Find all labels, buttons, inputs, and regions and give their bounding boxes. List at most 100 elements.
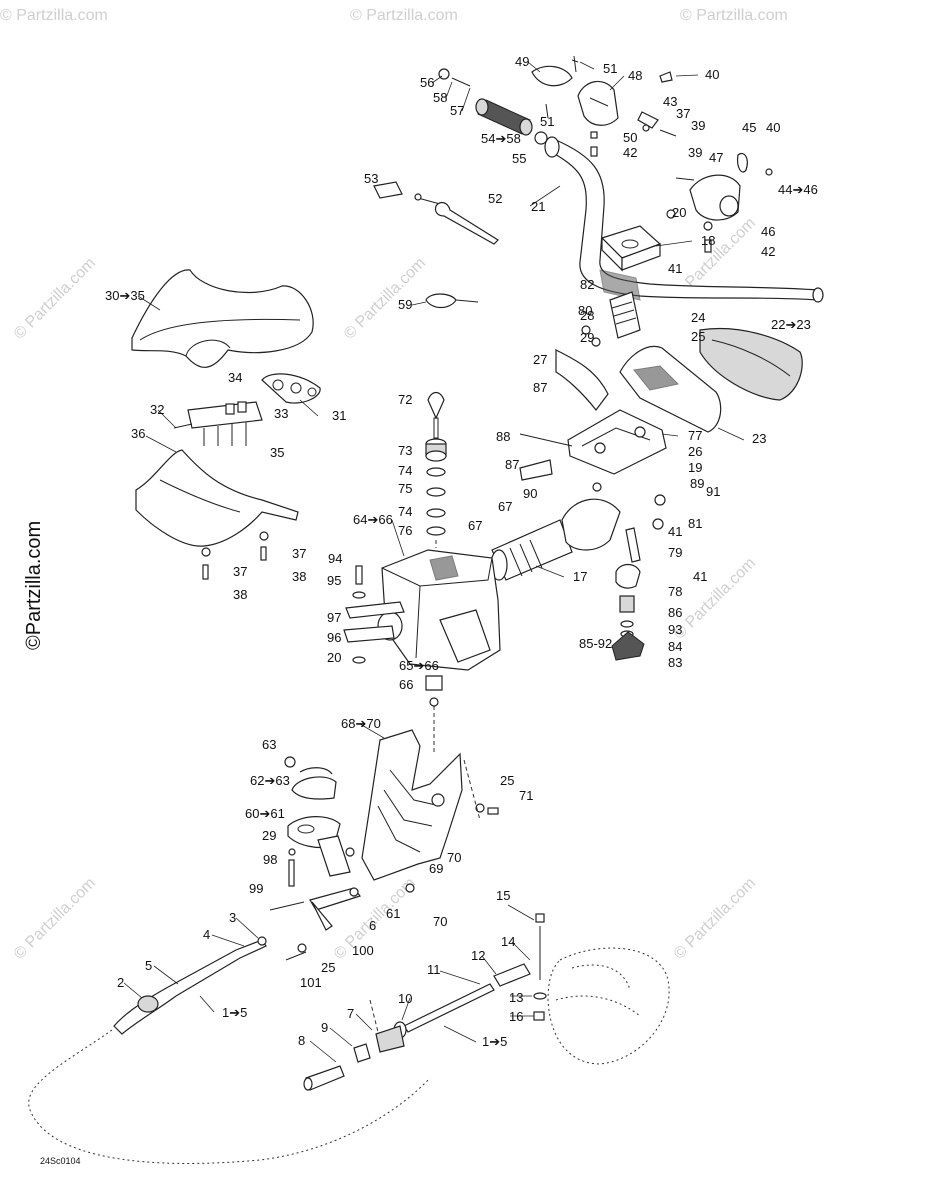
part-number-label: 20: [672, 205, 686, 220]
part-number-label: 6: [369, 918, 376, 933]
padding-cover: [699, 327, 803, 401]
part-number-label: 99: [249, 881, 263, 896]
part-number-label: 22➔23: [771, 317, 811, 332]
part-number-label: 97: [327, 610, 341, 625]
part-number-label: 75: [398, 481, 412, 496]
part-number-label: 69: [429, 861, 443, 876]
part-number-label: 37: [292, 546, 306, 561]
steering-cable: [28, 936, 431, 1164]
part-number-label: 83: [668, 655, 682, 670]
part-number-label: 18: [701, 233, 715, 248]
part-number-label: 29: [262, 828, 276, 843]
part-number-label: 41: [668, 261, 682, 276]
part-number-label: 51: [540, 114, 554, 129]
part-number-label: 11: [427, 962, 441, 977]
part-number-label: 2: [117, 975, 124, 990]
part-number-label: 31: [332, 408, 346, 423]
part-number-label: 41: [668, 524, 682, 539]
watermark: © Partzilla.com: [341, 255, 429, 343]
part-number-label: 40: [766, 120, 780, 135]
part-number-label: 58: [433, 90, 447, 105]
part-number-label: 19: [688, 460, 702, 475]
watermark: © Partzilla.com: [680, 7, 788, 24]
part-number-label: 90: [523, 486, 537, 501]
part-number-label: 51: [603, 61, 617, 76]
steering-column: [490, 459, 621, 581]
part-number-label: 100: [352, 943, 374, 958]
part-number-label: 28: [580, 308, 594, 323]
nozzle-cable: [303, 913, 547, 1091]
part-number-label: 23: [752, 431, 766, 446]
cable-linkage: [269, 759, 481, 1041]
part-number-label: 67: [468, 518, 482, 533]
steering-cover-bracket: [135, 449, 299, 580]
part-number-label: 33: [274, 406, 288, 421]
part-number-label: 56: [420, 75, 434, 90]
part-number-label: 57: [450, 103, 464, 118]
part-number-label: 48: [628, 68, 642, 83]
part-number-label: 40: [705, 67, 719, 82]
part-number-label: 70: [433, 914, 447, 929]
part-number-label: 3: [229, 910, 236, 925]
part-number-label: 82: [580, 277, 594, 292]
part-number-label: 71: [519, 788, 533, 803]
reservoir-mounts: [343, 565, 443, 752]
part-number-label: 41: [693, 569, 707, 584]
handlebar-assembly: [544, 136, 824, 303]
part-number-label: 44➔46: [778, 182, 818, 197]
part-number-label: 5: [145, 958, 152, 973]
leader-lines: [123, 61, 745, 1063]
part-number-label: 4: [203, 927, 210, 942]
part-number-label: 63: [262, 737, 276, 752]
part-number-label: 74: [398, 504, 412, 519]
part-number-label: 72: [398, 392, 412, 407]
part-number-label: 10: [398, 991, 412, 1006]
part-number-label: 78: [668, 584, 682, 599]
steering-support: [519, 325, 667, 475]
part-number-label: 37: [676, 106, 690, 121]
part-number-label: 37: [233, 564, 247, 579]
part-number-label: 16: [509, 1009, 523, 1024]
part-number-label: 35: [270, 445, 284, 460]
part-number-label: 76: [398, 523, 412, 538]
part-number-label: 67: [498, 499, 512, 514]
watermark: © Partzilla.com: [11, 875, 99, 963]
part-number-label: 7: [347, 1006, 354, 1021]
part-number-label: 1➔5: [482, 1034, 507, 1049]
small-fasteners-top: [545, 55, 773, 219]
part-number-label: 79: [668, 545, 682, 560]
part-number-label: 46: [761, 224, 775, 239]
part-number-label: 9: [321, 1020, 328, 1035]
part-number-label: 55: [512, 151, 526, 166]
part-number-label: 36: [131, 426, 145, 441]
part-number-label: 62➔63: [250, 773, 290, 788]
part-number-label: 32: [150, 402, 164, 417]
part-number-label: 52: [488, 191, 502, 206]
part-number-label: 30➔35: [105, 288, 145, 303]
part-number-label: 91: [706, 484, 720, 499]
part-number-label: 98: [263, 852, 277, 867]
part-number-label: 8: [298, 1033, 305, 1048]
part-number-label: 29: [580, 330, 594, 345]
part-number-label: 84: [668, 639, 682, 654]
part-number-label: 59: [398, 297, 412, 312]
part-number-label: 66: [399, 677, 413, 692]
part-number-label: 101: [300, 975, 322, 990]
part-number-label: 25: [321, 960, 335, 975]
part-number-label: 85-92: [579, 636, 612, 651]
part-number-label: 94: [328, 551, 342, 566]
steering-bracket: [361, 729, 499, 881]
handlebar-cover: [131, 269, 314, 368]
part-number-label: 47: [709, 150, 723, 165]
part-number-label: 34: [228, 370, 242, 385]
part-number-label: 95: [327, 573, 341, 588]
part-number-label: 27: [533, 352, 547, 367]
part-number-label: 49: [515, 54, 529, 69]
part-number-label: 61: [386, 906, 400, 921]
part-number-label: 74: [398, 463, 412, 478]
part-number-label: 26: [688, 444, 702, 459]
part-number-label: 25: [500, 773, 514, 788]
part-number-label: 60➔61: [245, 806, 285, 821]
